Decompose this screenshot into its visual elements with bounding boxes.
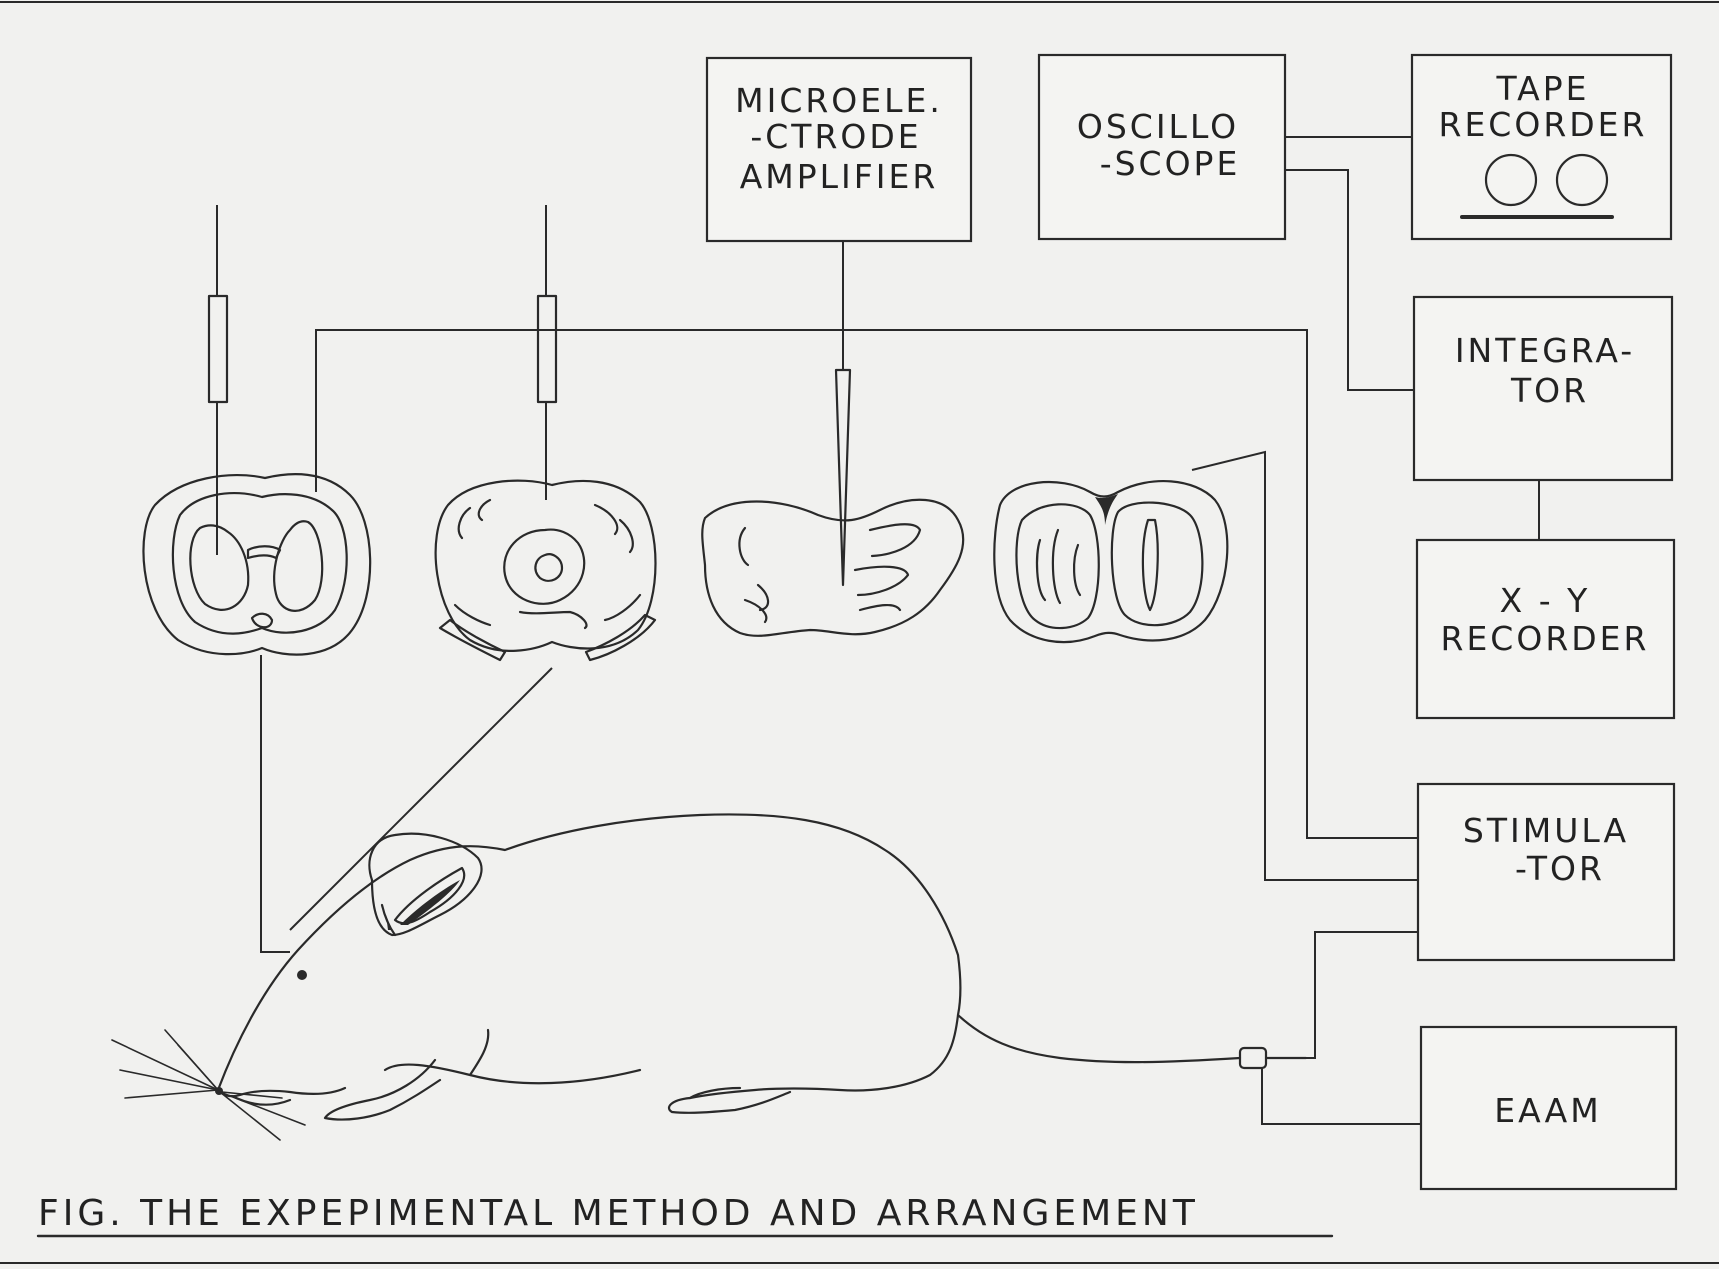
electrode-left-icon (207, 294, 229, 404)
eaam-label: EAAM (1494, 1091, 1601, 1130)
brain-section-1 (142, 473, 372, 656)
xy-recorder-box: X - Y RECORDER (1415, 538, 1676, 720)
xy-recorder-line-1: X - Y (1500, 581, 1591, 620)
oscilloscope-line-1: OSCILLO (1077, 107, 1239, 146)
tape-recorder-box: TAPE RECORDER (1410, 53, 1673, 241)
microelectrode-amplifier-line-2: -CTRODE (750, 117, 921, 156)
tape-recorder-line-2: RECORDER (1439, 105, 1648, 144)
stimulator-line-1: STIMULA (1463, 811, 1629, 850)
brain-section-4 (993, 480, 1229, 644)
figure-caption: FIG. THE EXPEPIMENTAL METHOD AND ARRANGE… (38, 1193, 1199, 1234)
microelectrode-amplifier-box: MICROELE. -CTRODE AMPLIFIER (705, 56, 973, 243)
rat-illustration (215, 813, 1242, 1121)
integrator-box: INTEGRA- TOR (1412, 295, 1674, 482)
rat-whiskers (111, 1029, 306, 1141)
tail-electrode-icon (1238, 1046, 1268, 1070)
oscilloscope-line-2: -SCOPE (1100, 144, 1241, 183)
stimulator-box: STIMULA -TOR (1416, 782, 1676, 962)
integrator-line-1: INTEGRA- (1455, 331, 1635, 370)
electrode-middle-icon (536, 294, 558, 404)
stimulator-line-2: -TOR (1515, 849, 1605, 888)
connection-wires (216, 136, 1540, 1125)
tape-reel-right-icon (1555, 153, 1609, 207)
tape-reel-left-icon (1484, 153, 1538, 207)
brain-section-3 (701, 498, 965, 637)
microelectrode-amplifier-line-3: AMPLIFIER (740, 157, 939, 196)
eaam-box: EAAM (1419, 1025, 1678, 1191)
tape-recorder-line-1: TAPE (1496, 69, 1590, 108)
microelectrode-amplifier-line-1: MICROELE. (735, 81, 943, 120)
microelectrode-needle-icon (834, 368, 852, 587)
brain-section-2 (434, 479, 657, 662)
xy-recorder-line-2: RECORDER (1441, 619, 1650, 658)
integrator-line-2: TOR (1510, 371, 1589, 410)
oscilloscope-box: OSCILLO -SCOPE (1037, 53, 1287, 241)
